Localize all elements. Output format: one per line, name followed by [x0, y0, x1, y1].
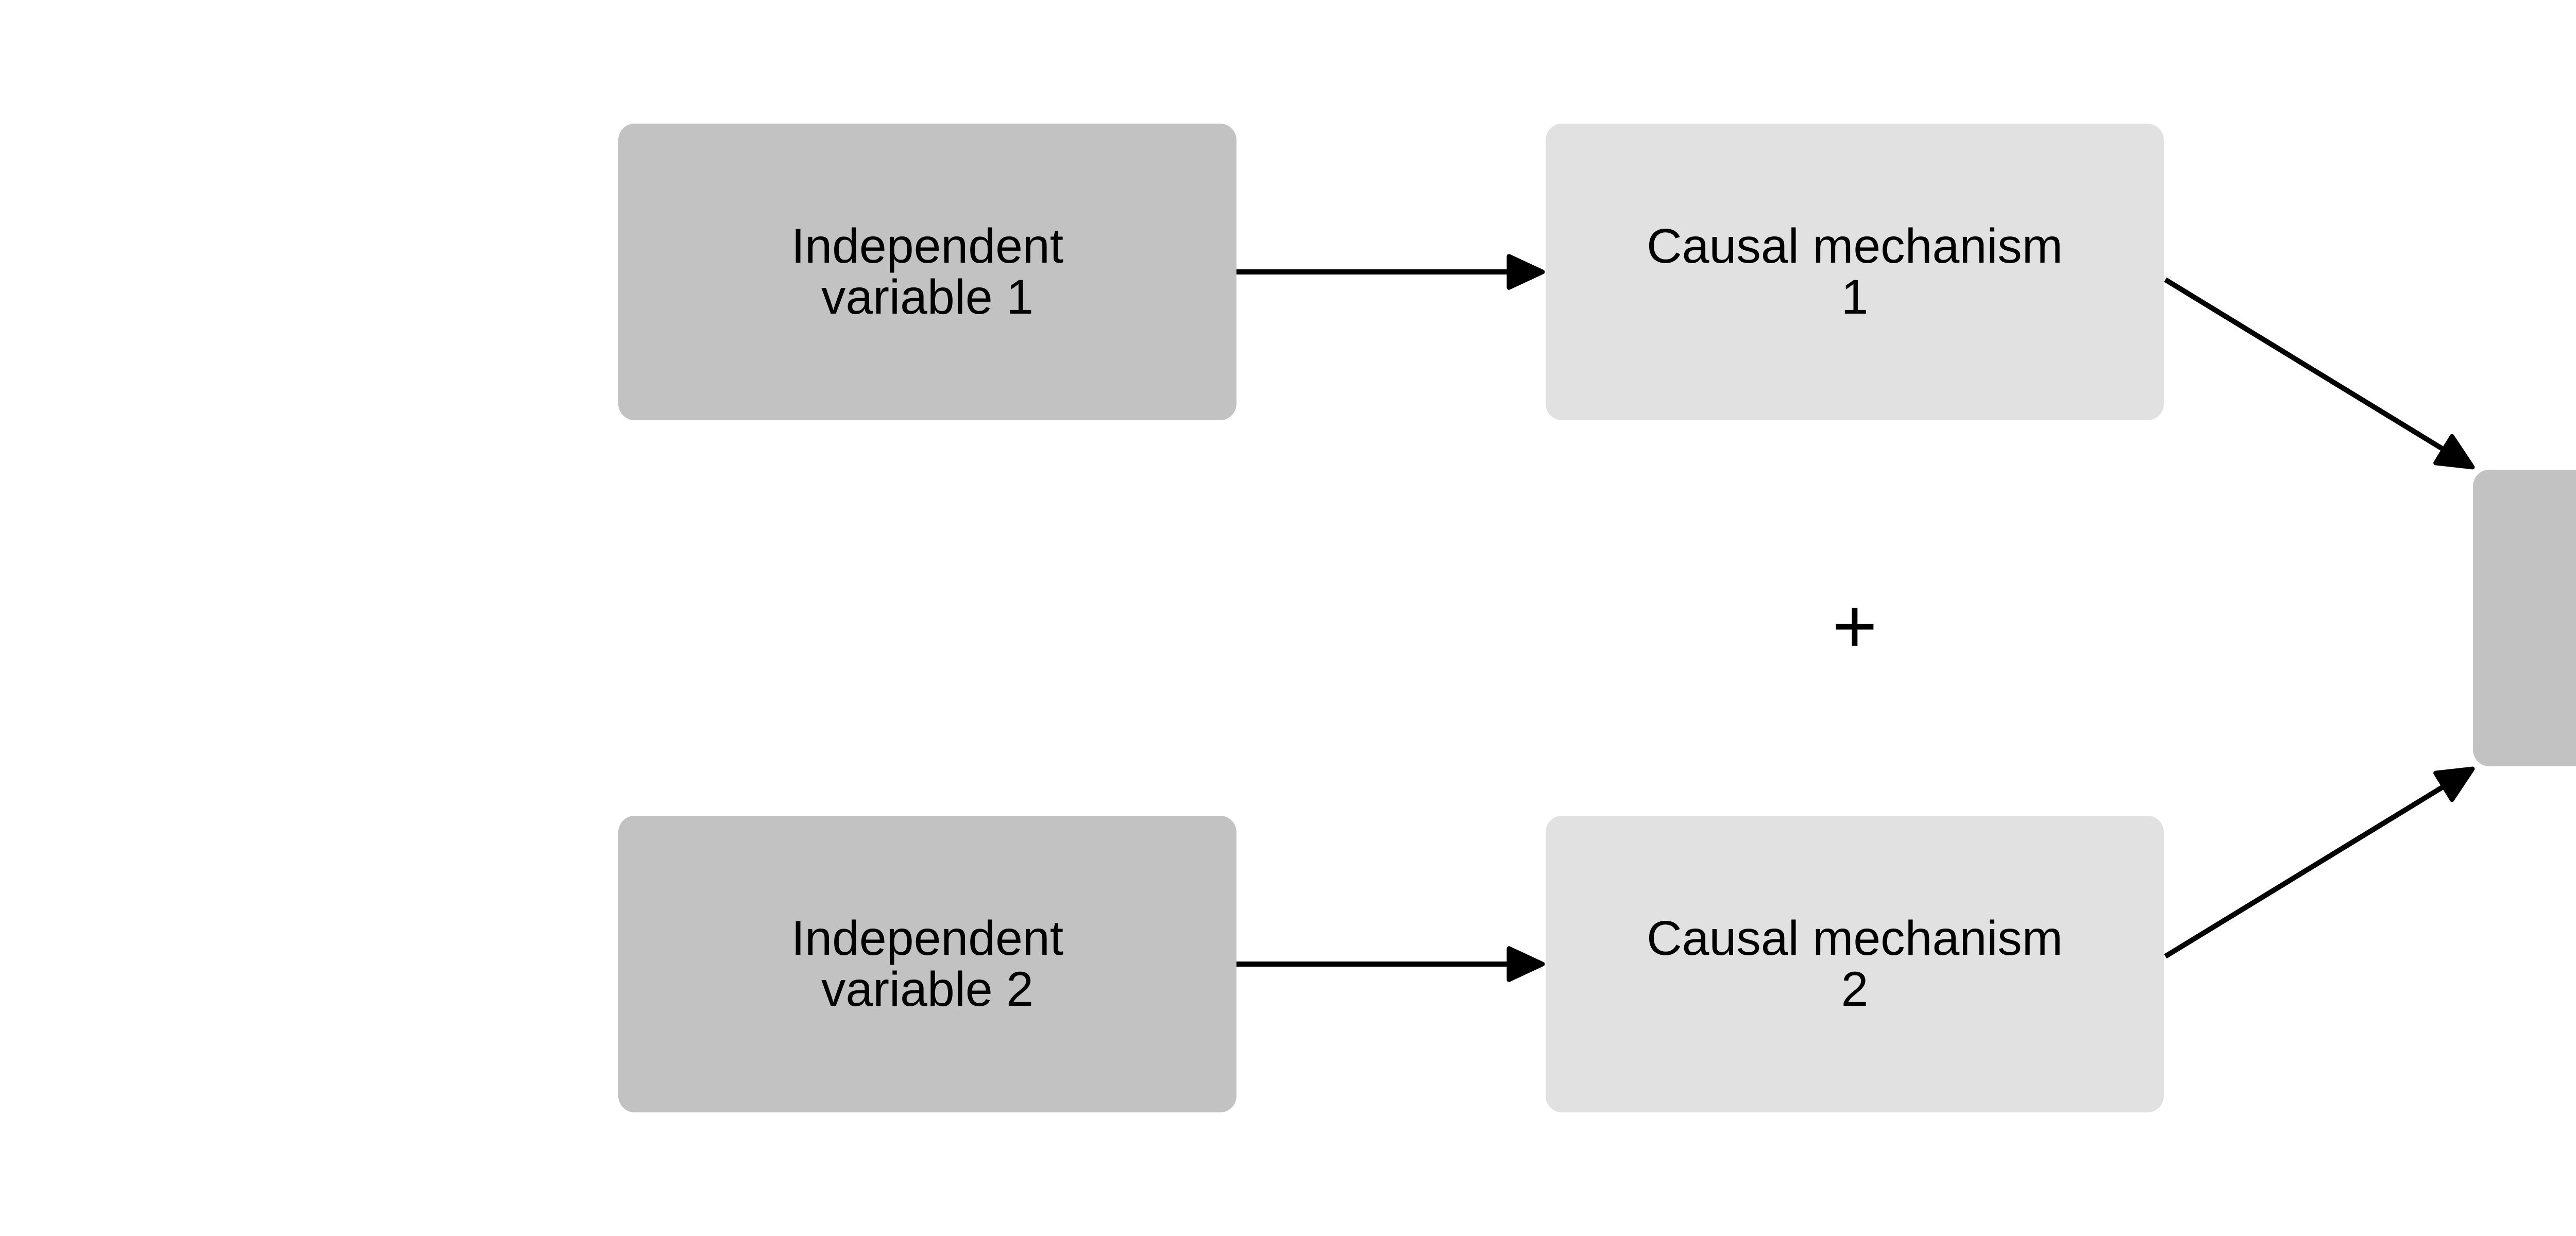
node-causal-mechanism-2-label: Causal mechanism 2	[1647, 911, 2063, 1017]
node-causal-mechanism-1-label: Causal mechanism 1	[1647, 219, 2063, 324]
node-dependent-variable: Dependent variable	[2473, 470, 2576, 766]
node-causal-mechanism-2: Causal mechanism 2	[1546, 816, 2164, 1112]
plus-symbol: +	[1832, 582, 1877, 669]
node-causal-mechanism-1: Causal mechanism 1	[1546, 124, 2164, 420]
node-independent-variable-1: Independent variable 1	[618, 124, 1236, 420]
node-independent-variable-1-label: Independent variable 1	[791, 219, 1064, 324]
arrow-cm1-to-dv	[2164, 277, 2475, 470]
arrow-cm2-to-dv	[2164, 766, 2475, 959]
node-independent-variable-2-label: Independent variable 2	[791, 911, 1064, 1017]
node-independent-variable-2: Independent variable 2	[618, 816, 1236, 1112]
